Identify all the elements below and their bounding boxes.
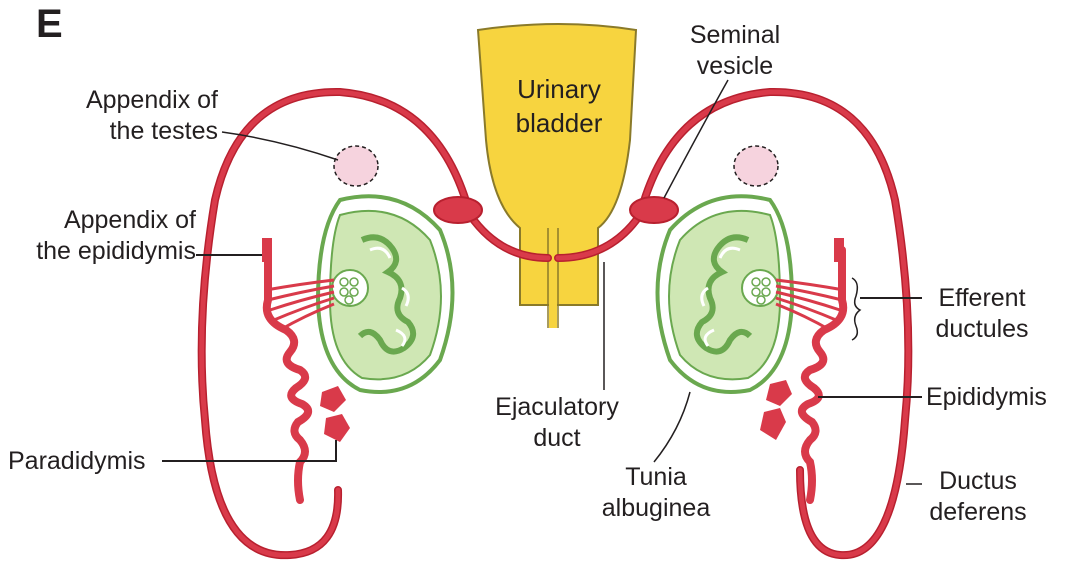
appendix-epididymis-right: [834, 238, 844, 262]
tunica-albuginea-label-line1: Tunia: [596, 462, 716, 493]
seminal-vesicle-label: Seminal vesicle: [680, 20, 790, 82]
efferent-ductules-label-line2: ductules: [926, 314, 1038, 345]
appendix-testis-right: [734, 146, 778, 186]
urinary-bladder-label: Urinary bladder: [494, 72, 624, 140]
efferent-bracket: [852, 278, 860, 340]
testis-right: [658, 196, 793, 392]
appendix-testes-label-line1: Appendix of: [70, 85, 218, 116]
efferent-ductules-label: Efferent ductules: [926, 283, 1038, 345]
ductus-deferens-label-line1: Ductus: [922, 466, 1034, 497]
efferent-ductules-label-line1: Efferent: [926, 283, 1038, 314]
testis-left: [318, 196, 453, 392]
paradidymis-left: [320, 386, 350, 442]
appendix-testis-left: [334, 146, 378, 186]
appendix-epididymis-label: Appendix of the epididymis: [6, 205, 196, 267]
ejaculatory-duct-label: Ejaculatory duct: [484, 392, 630, 454]
seminal-vesicle-label-line2: vesicle: [680, 51, 790, 82]
seminal-vesicle-label-line1: Seminal: [680, 20, 790, 51]
appendix-testes-label: Appendix of the testes: [70, 85, 218, 147]
ejaculatory-duct-label-line1: Ejaculatory: [484, 392, 630, 423]
tunica-albuginea-label: Tunia albuginea: [596, 462, 716, 524]
epididymis-label: Epididymis: [926, 382, 1047, 413]
appendix-epididymis-label-line1: Appendix of: [6, 205, 196, 236]
panel-letter: E: [36, 2, 63, 47]
urinary-bladder-label-line1: Urinary: [494, 72, 624, 106]
paradidymis-right: [760, 380, 792, 440]
appendix-epididymis-left: [262, 238, 272, 262]
appendix-testes-label-line2: the testes: [70, 116, 218, 147]
appendix-epididymis-label-line2: the epididymis: [6, 236, 196, 267]
urinary-bladder: [478, 24, 636, 328]
seminal-vesicle-left: [434, 197, 482, 223]
tunica-albuginea-label-line2: albuginea: [596, 493, 716, 524]
ejaculatory-duct-label-line2: duct: [484, 423, 630, 454]
seminal-vesicle-right: [630, 197, 678, 223]
ductus-deferens-label-line2: deferens: [922, 497, 1034, 528]
urinary-bladder-label-line2: bladder: [494, 106, 624, 140]
paradidymis-label: Paradidymis: [8, 446, 146, 477]
ductus-deferens-label: Ductus deferens: [922, 466, 1034, 528]
